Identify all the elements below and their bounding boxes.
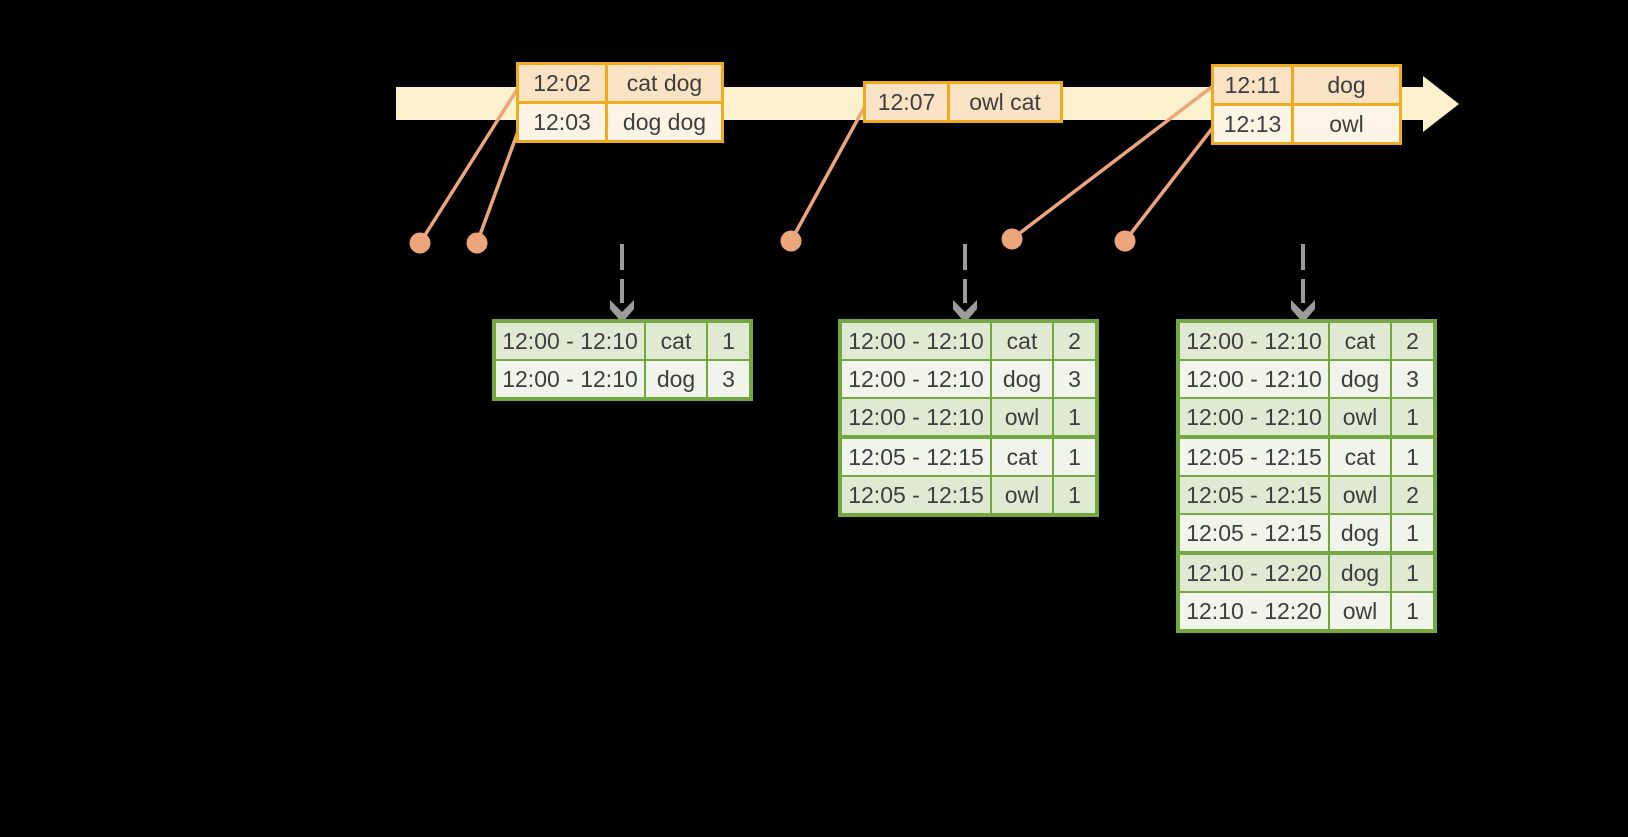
event-dot xyxy=(409,232,431,254)
connector-line xyxy=(1010,84,1215,241)
result-window-cell: 12:05 - 12:15 xyxy=(1180,439,1328,475)
event-time-cell: 12:02 xyxy=(519,65,605,101)
trigger-arrow-icon xyxy=(953,244,977,323)
result-word-cell: cat xyxy=(1330,323,1390,359)
result-count-cell: 3 xyxy=(708,361,749,397)
result-count-cell: 3 xyxy=(1054,361,1095,397)
result-count-cell: 1 xyxy=(1392,399,1433,435)
result-word-cell: cat xyxy=(992,323,1052,359)
result-window-cell: 12:05 - 12:15 xyxy=(842,477,990,513)
result-word-cell: dog xyxy=(1330,515,1390,551)
result-word-cell: owl xyxy=(992,399,1052,435)
event-dot xyxy=(1001,228,1023,250)
result-count-cell: 2 xyxy=(1054,323,1095,359)
result-word-cell: dog xyxy=(1330,555,1390,591)
result-window-cell: 12:00 - 12:10 xyxy=(1180,323,1328,359)
result-word-cell: cat xyxy=(1330,439,1390,475)
result-count-cell: 1 xyxy=(1054,477,1095,513)
trigger-arrow-icon xyxy=(610,244,634,323)
result-count-cell: 1 xyxy=(1392,439,1433,475)
connector-line xyxy=(418,87,520,244)
result-count-cell: 1 xyxy=(708,323,749,359)
result-window-cell: 12:00 - 12:10 xyxy=(842,361,990,397)
result-window-cell: 12:10 - 12:20 xyxy=(1180,555,1328,591)
timeline-arrowhead-icon xyxy=(1423,76,1459,132)
connector-line xyxy=(789,105,867,242)
result-word-cell: dog xyxy=(992,361,1052,397)
event-words-cell: cat dog xyxy=(608,65,721,101)
result-count-cell: 3 xyxy=(1392,361,1433,397)
trigger-arrow-icon xyxy=(1291,244,1315,323)
event-time-cell: 12:03 xyxy=(519,104,605,140)
result-window-cell: 12:00 - 12:10 xyxy=(1180,399,1328,435)
event-time-cell: 12:07 xyxy=(866,84,947,120)
result-count-cell: 1 xyxy=(1392,515,1433,551)
connector-line xyxy=(1123,124,1216,243)
result-word-cell: cat xyxy=(992,439,1052,475)
result-word-cell: owl xyxy=(992,477,1052,513)
connector-line xyxy=(475,125,522,244)
event-time-cell: 12:11 xyxy=(1214,67,1291,103)
result-word-cell: owl xyxy=(1330,593,1390,629)
event-words-cell: owl cat xyxy=(950,84,1060,120)
result-count-cell: 1 xyxy=(1054,399,1095,435)
result-word-cell: dog xyxy=(1330,361,1390,397)
result-word-cell: owl xyxy=(1330,477,1390,513)
result-count-cell: 1 xyxy=(1054,439,1095,475)
event-words-cell: dog dog xyxy=(608,104,721,140)
result-window-cell: 12:10 - 12:20 xyxy=(1180,593,1328,629)
result-count-cell: 2 xyxy=(1392,477,1433,513)
result-window-cell: 12:05 - 12:15 xyxy=(1180,515,1328,551)
result-window-cell: 12:05 - 12:15 xyxy=(1180,477,1328,513)
result-count-cell: 2 xyxy=(1392,323,1433,359)
result-word-cell: dog xyxy=(646,361,706,397)
event-words-cell: owl xyxy=(1294,106,1399,142)
event-words-cell: dog xyxy=(1294,67,1399,103)
event-dot xyxy=(466,232,488,254)
event-dot xyxy=(1114,230,1136,252)
result-word-cell: owl xyxy=(1330,399,1390,435)
result-window-cell: 12:00 - 12:10 xyxy=(842,323,990,359)
result-window-cell: 12:00 - 12:10 xyxy=(842,399,990,435)
result-window-cell: 12:05 - 12:15 xyxy=(842,439,990,475)
event-time-cell: 12:13 xyxy=(1214,106,1291,142)
result-count-cell: 1 xyxy=(1392,593,1433,629)
result-window-cell: 12:00 - 12:10 xyxy=(496,361,644,397)
result-window-cell: 12:00 - 12:10 xyxy=(1180,361,1328,397)
result-word-cell: cat xyxy=(646,323,706,359)
result-count-cell: 1 xyxy=(1392,555,1433,591)
result-window-cell: 12:00 - 12:10 xyxy=(496,323,644,359)
event-dot xyxy=(780,230,802,252)
